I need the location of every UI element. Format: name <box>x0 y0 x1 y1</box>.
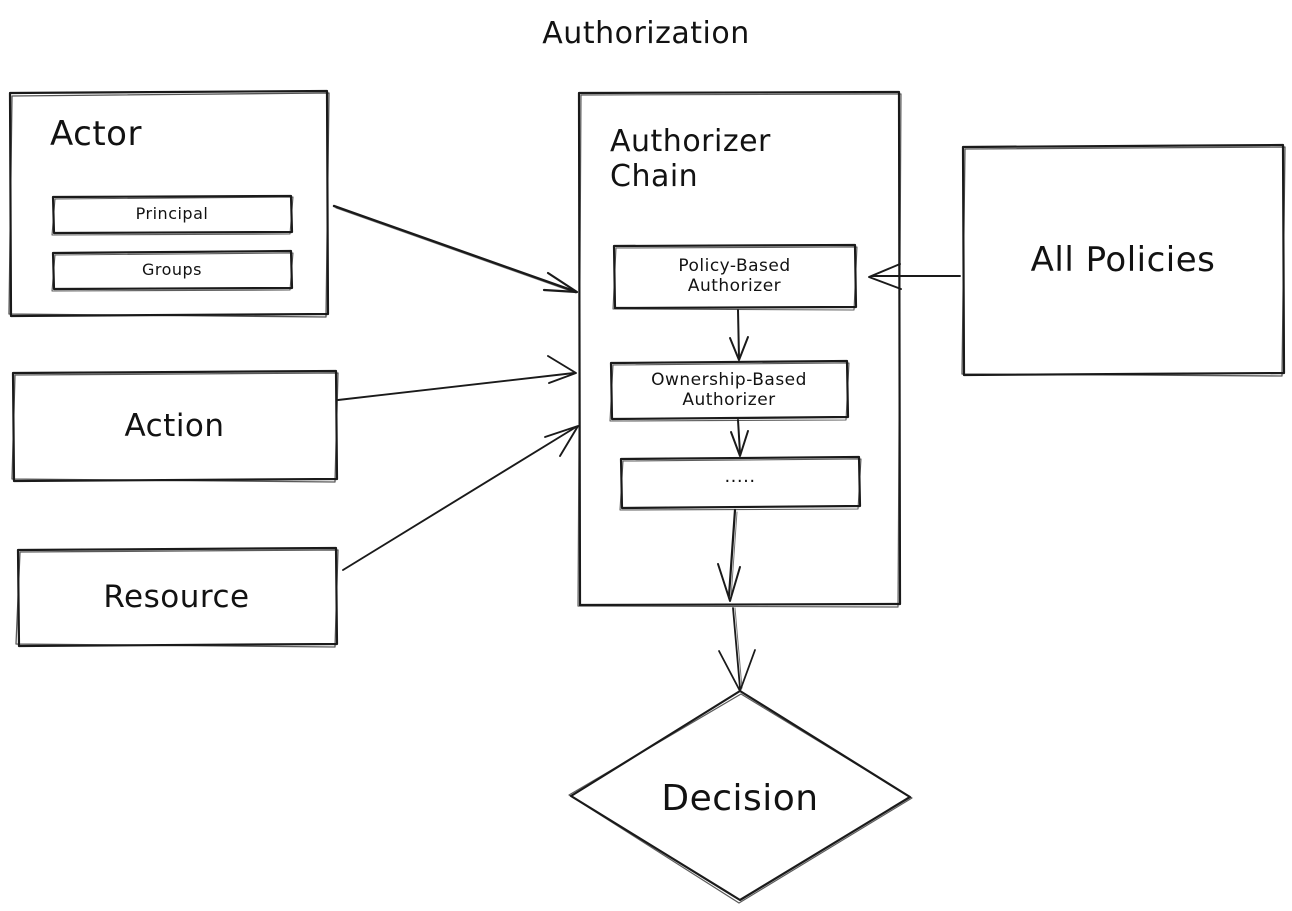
edge-action-to-authorizer-chain <box>337 355 577 401</box>
node-ownership-based-authorizer[interactable]: Ownership-Based Authorizer <box>610 362 848 418</box>
node-actor-label: Actor <box>50 114 142 154</box>
node-decision[interactable]: Decision <box>570 690 910 900</box>
node-principal[interactable]: Principal <box>52 196 292 233</box>
node-all-policies-label: All Policies <box>1030 239 1216 280</box>
node-ownership-based-authorizer-label: Ownership-Based Authorizer <box>651 369 807 410</box>
node-resource-label: Resource <box>103 578 250 615</box>
node-principal-label: Principal <box>135 204 209 224</box>
edge-actor-to-authorizer-chain <box>332 204 579 294</box>
node-decision-label: Decision <box>661 777 819 819</box>
node-policy-based-authorizer-label: Policy-Based Authorizer <box>678 255 791 296</box>
node-action-label: Action <box>124 407 225 444</box>
node-groups[interactable]: Groups <box>52 252 292 289</box>
node-actor[interactable]: Actor <box>10 92 328 316</box>
node-all-policies[interactable]: All Policies <box>962 145 1284 375</box>
node-ellipsis[interactable]: ····· <box>620 457 860 507</box>
node-authorizer-chain-label: Authorizer Chain <box>610 124 771 195</box>
node-authorizer-chain[interactable]: Authorizer Chain <box>578 92 900 605</box>
node-groups-label: Groups <box>141 260 203 280</box>
edge-resource-to-authorizer-chain <box>342 425 579 571</box>
node-policy-based-authorizer[interactable]: Policy-Based Authorizer <box>613 245 856 307</box>
node-resource[interactable]: Resource <box>16 548 337 646</box>
page-title: Authorization <box>496 12 796 56</box>
edge-authorizer-chain-to-decision <box>718 607 756 692</box>
node-action[interactable]: Action <box>12 371 337 481</box>
node-ellipsis-label: ····· <box>724 471 756 493</box>
diagram-title-label: Authorization <box>542 16 750 52</box>
